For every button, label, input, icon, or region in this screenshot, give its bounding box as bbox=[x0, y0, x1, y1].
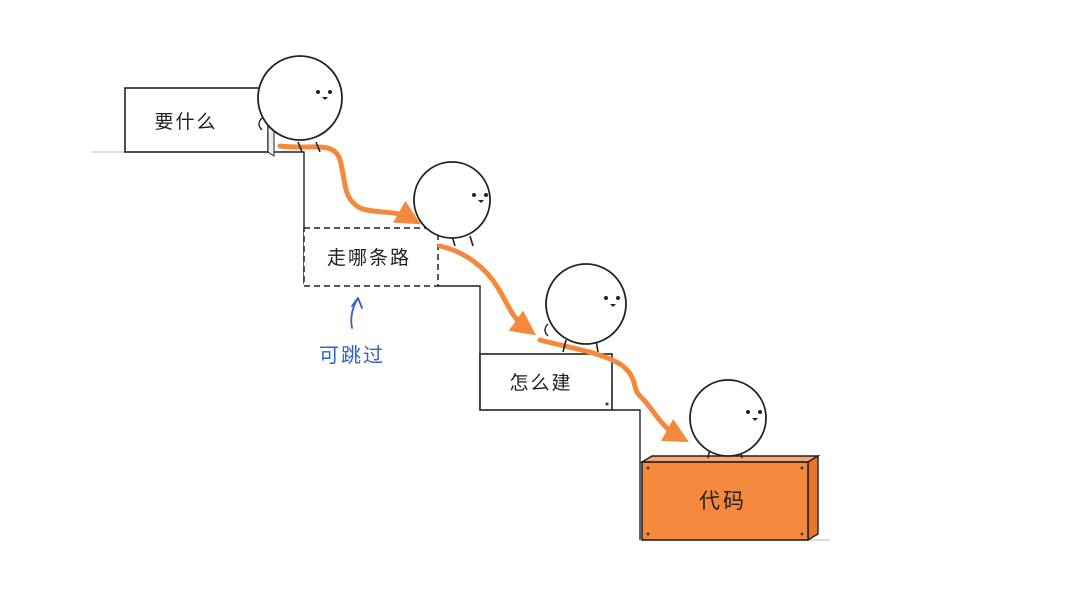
flow-arrow-2 bbox=[437, 243, 537, 336]
annotation-arrow-icon bbox=[350, 297, 363, 329]
character-4 bbox=[689, 379, 767, 459]
step-label-4: 代码 bbox=[699, 489, 747, 513]
step-box-2: 走哪条路 bbox=[303, 227, 439, 287]
step-box-3: 怎么建 bbox=[479, 353, 613, 411]
character-2 bbox=[413, 161, 491, 247]
character-1 bbox=[257, 55, 343, 153]
skip-annotation: 可跳过 bbox=[319, 297, 385, 367]
step-label-3: 怎么建 bbox=[509, 372, 572, 394]
step-label-1: 要什么 bbox=[154, 111, 217, 133]
step-label-2: 走哪条路 bbox=[327, 247, 411, 269]
step-box-4: 代码 bbox=[639, 454, 821, 542]
annotation-text: 可跳过 bbox=[319, 343, 385, 367]
flow-arrow-1 bbox=[277, 143, 421, 225]
step-box-1: 要什么 bbox=[124, 87, 275, 157]
flow-arrow-3 bbox=[537, 337, 689, 443]
character-3 bbox=[544, 263, 627, 353]
